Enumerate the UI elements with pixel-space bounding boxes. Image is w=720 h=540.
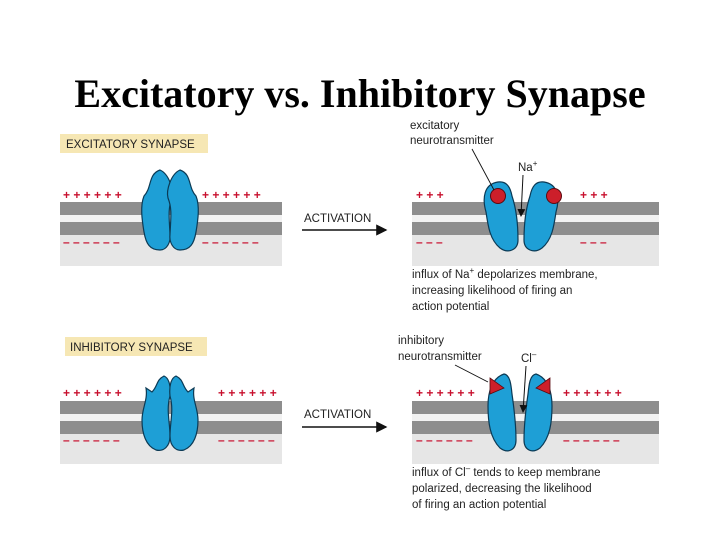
excitatory-nt-label-line2: neurotransmitter — [410, 135, 494, 147]
excitatory-nt-pointer — [471, 148, 495, 191]
excitatory-caption-line3: action potential — [412, 301, 489, 313]
synapse-figure: EXCITATORY SYNAPSE + + + + + + + + + + +… — [60, 116, 659, 518]
slide-title: Excitatory vs. Inhibitory Synapse — [74, 71, 646, 116]
inhibitory-ion-arrow — [519, 365, 528, 413]
inhibitory-activation-label: ACTIVATION — [304, 409, 371, 421]
synapse-diagram: EXCITATORY SYNAPSE + + + + + + + + + + +… — [60, 116, 659, 518]
inhibitory-activated-outside-left: + + + + + + — [416, 386, 475, 400]
excitatory-activation-label: ACTIVATION — [304, 213, 371, 225]
inhibitory-inside-charges-right: – – – – – – — [218, 433, 275, 447]
inhibitory-activated-outside-right: + + + + + + — [563, 386, 622, 400]
inhibitory-outside-charges-right: + + + + + + — [218, 386, 277, 400]
inhibitory-caption-line3: of firing an action potential — [412, 499, 546, 511]
excitatory-activated-inside-right: – – – — [580, 235, 607, 249]
excitatory-activated-outside-right: + + + — [580, 188, 608, 202]
inhibitory-inside-charges-left: – – – – – – — [63, 433, 120, 447]
inhibitory-caption-line2: polarized, decreasing the likelihood — [412, 483, 592, 495]
inhibitory-label-box — [65, 337, 207, 356]
excitatory-ion-label: Na+ — [518, 159, 538, 174]
inhibitory-activated-inside-right: – – – – – – — [563, 433, 620, 447]
inhibitory-outside-charges-left: + + + + + + — [63, 386, 122, 400]
excitatory-outside-charges-right: + + + + + + — [202, 188, 261, 202]
excitatory-synapse-label: EXCITATORY SYNAPSE — [66, 139, 195, 151]
inhibitory-neurotransmitter-right — [535, 377, 551, 395]
inhibitory-nt-pointer — [454, 364, 489, 383]
inhibitory-caption-line1: influx of Cl– tends to keep membrane — [412, 464, 601, 479]
excitatory-inside-charges-left: – – – – – – — [63, 235, 120, 249]
excitatory-nt-label-line1: excitatory — [410, 120, 459, 132]
inhibitory-nt-label-line2: neurotransmitter — [398, 351, 482, 363]
inhibitory-neurotransmitter-left — [489, 377, 505, 395]
excitatory-activated-inside-left: – – – — [416, 235, 443, 249]
excitatory-neurotransmitter-right — [546, 188, 562, 204]
excitatory-closed-channel — [141, 169, 199, 251]
excitatory-label-box — [60, 134, 208, 153]
inhibitory-synapse-label: INHIBITORY SYNAPSE — [70, 342, 193, 354]
inhibitory-nt-label-line1: inhibitory — [398, 335, 444, 347]
inhibitory-activated-inside-left: – – – – – – — [416, 433, 473, 447]
inhibitory-row: INHIBITORY SYNAPSE + + + + + + + + + + +… — [60, 335, 659, 511]
excitatory-caption-line2: increasing likelihood of firing an — [412, 285, 572, 297]
excitatory-ion-arrow — [517, 174, 526, 217]
inhibitory-open-channel — [487, 373, 553, 452]
excitatory-neurotransmitter-left — [490, 188, 506, 204]
excitatory-caption-line1: influx of Na+ depolarizes membrane, — [412, 266, 598, 281]
excitatory-activated-outside-left: + + + — [416, 188, 444, 202]
excitatory-inside-charges-right: – – – – – – — [202, 235, 259, 249]
excitatory-outside-charges-left: + + + + + + — [63, 188, 122, 202]
inhibitory-closed-channel — [141, 375, 199, 451]
inhibitory-ion-label: Cl– — [521, 350, 537, 365]
excitatory-row: EXCITATORY SYNAPSE + + + + + + + + + + +… — [60, 120, 659, 313]
